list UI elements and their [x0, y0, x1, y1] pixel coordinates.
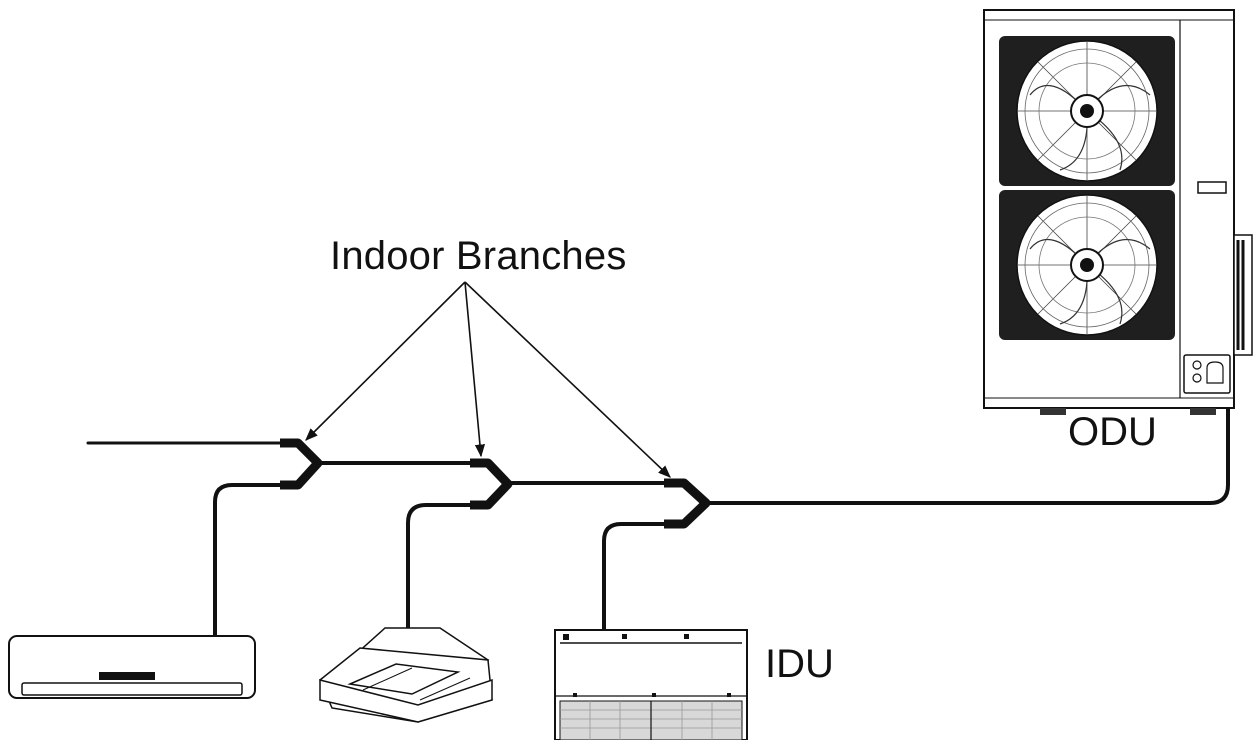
- drop-pipe-idu: [602, 522, 668, 632]
- branch-joint-2: [470, 458, 513, 510]
- branch-joint-3: [664, 478, 711, 529]
- branch-arrows: [305, 281, 671, 478]
- floor-ceiling-unit: [554, 629, 748, 740]
- refrigerant-pipes: [86, 390, 1230, 638]
- idu-label: IDU: [765, 642, 834, 686]
- branch-joint-1: [280, 438, 323, 490]
- odu-fan-upper: [999, 36, 1175, 186]
- arrow-to-branch-2: [464, 281, 486, 458]
- drop-pipe-wall-unit: [213, 483, 283, 638]
- drop-pipe-cassette: [406, 503, 475, 634]
- arrow-to-branch-3: [464, 281, 671, 478]
- cassette-unit: [319, 627, 493, 723]
- indoor-branches-label: Indoor Branches: [330, 234, 627, 278]
- outdoor-unit: [983, 9, 1253, 415]
- odu-fan-lower: [999, 190, 1175, 340]
- wall-mounted-unit: [8, 635, 256, 699]
- arrow-to-branch-1: [305, 281, 466, 441]
- odu-label: ODU: [1068, 410, 1157, 454]
- odu-trunk-pipe: [704, 390, 1230, 505]
